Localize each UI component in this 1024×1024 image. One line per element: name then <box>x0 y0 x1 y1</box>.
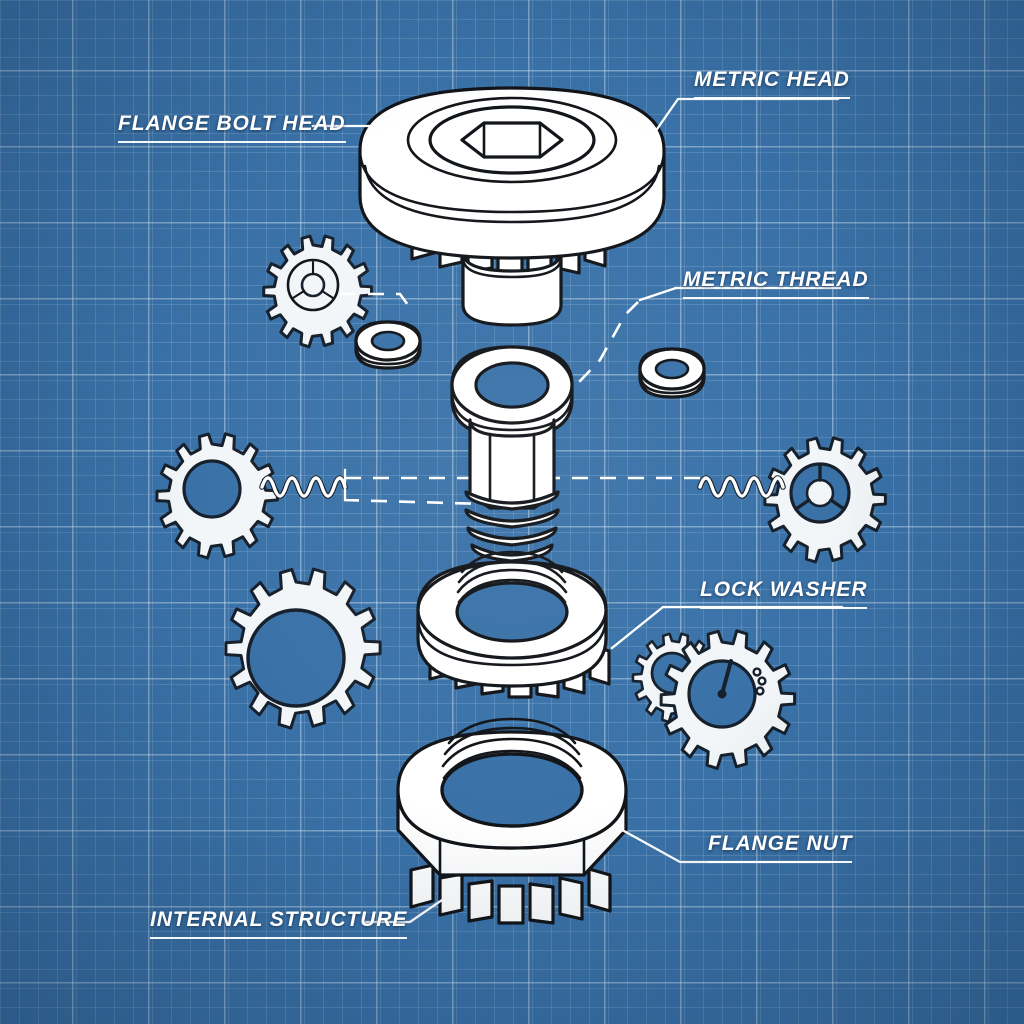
lock-washer-ring <box>450 345 574 439</box>
spring-right <box>697 475 786 499</box>
gear-top-left <box>262 234 373 349</box>
washer-small-left <box>354 320 422 370</box>
gear-mid-right <box>763 436 887 564</box>
label-internal-structure: INTERNAL STRUCTURE <box>150 908 408 939</box>
flange-nut-serrations-lower <box>409 863 612 925</box>
internal-thread-lines <box>456 550 568 604</box>
flange-nut <box>396 717 628 925</box>
bolt-shank <box>461 250 563 327</box>
metric-thread-coils <box>464 490 560 563</box>
label-metric-head: METRIC HEAD <box>694 68 850 99</box>
gear-mid-left <box>155 432 279 560</box>
internal-thread-lines-lower <box>441 717 583 780</box>
label-flange-bolt-head: FLANGE BOLT HEAD <box>118 112 346 143</box>
hex-body-and-thread <box>464 418 560 563</box>
serrated-flange-nut <box>416 550 611 699</box>
gear-gauge <box>659 629 797 770</box>
leader-metric-head <box>653 97 840 134</box>
label-metric-thread: METRIC THREAD <box>683 268 869 299</box>
leader-internal-structure <box>364 896 447 924</box>
dashed-connectors <box>340 286 700 507</box>
spring-left <box>259 475 348 499</box>
label-flange-nut: FLANGE NUT <box>708 832 853 863</box>
flange-bolt-head <box>358 86 666 327</box>
label-lock-washer: LOCK WASHER <box>700 578 868 609</box>
washer-small-right <box>638 347 706 399</box>
gear-large-left <box>224 567 382 730</box>
